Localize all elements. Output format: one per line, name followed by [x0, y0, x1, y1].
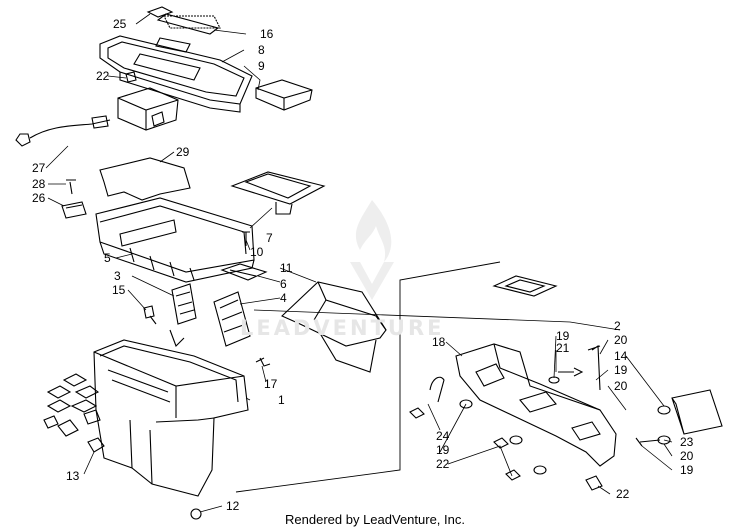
- callout-1: 1: [278, 393, 285, 407]
- callout-7: 7: [266, 231, 273, 245]
- callout-25: 25: [113, 17, 127, 31]
- part-9-filter: [255, 79, 313, 111]
- callout-5: 5: [104, 251, 111, 265]
- part-27-harness: [15, 115, 111, 147]
- callout-11: 11: [280, 261, 293, 275]
- callout-20-a: 20: [614, 333, 628, 347]
- callout-22-bottom: 22: [616, 487, 630, 501]
- callout-19-a: 19: [556, 329, 570, 343]
- part-7-cup: [230, 171, 326, 215]
- part-3-panel: [171, 283, 197, 325]
- assembly-bracket: [235, 261, 501, 493]
- part-19-bolt: [635, 437, 661, 447]
- callout-19-c: 19: [436, 443, 450, 457]
- part-19-washer-c: [533, 465, 547, 475]
- watermark-text: LEADVENTURE: [240, 316, 445, 340]
- part-2-bezel: [492, 275, 558, 297]
- callout-18: 18: [432, 335, 446, 349]
- callout-23: 23: [680, 435, 694, 449]
- part-25-label: [146, 6, 221, 35]
- flame-v-logo-icon: [350, 200, 394, 300]
- part-1-housing: [93, 329, 249, 497]
- footer-credit: Rendered by LeadVenture, Inc.: [285, 512, 465, 527]
- callout-4: 4: [280, 291, 287, 305]
- relay-cluster: [43, 373, 101, 437]
- part-22-nut-c: [505, 469, 521, 481]
- part-4-panel: [213, 291, 251, 347]
- callout-22-mid: 22: [436, 457, 450, 471]
- drawing: [15, 6, 723, 520]
- callout-6: 6: [280, 277, 287, 291]
- part-23-pad: [671, 389, 723, 435]
- part-19-washer: [459, 399, 473, 409]
- callout-12: 12: [226, 499, 240, 513]
- callout-14: 14: [614, 349, 628, 363]
- part-22-nut-a: [409, 407, 425, 419]
- part-5-tray: [95, 197, 255, 283]
- callout-29: 29: [176, 145, 190, 159]
- part-22-nut-b: [493, 437, 509, 449]
- part-26-grommet: [61, 201, 87, 219]
- part-22-nut: [125, 71, 137, 83]
- part-19-washer-b: [509, 435, 523, 445]
- callout-20-c: 20: [680, 449, 694, 463]
- part-24-handle: [429, 376, 445, 403]
- part-13-clip: [87, 437, 105, 453]
- part-29-gasket: [99, 157, 191, 201]
- callout-17: 17: [264, 377, 278, 391]
- part-28-screw: [66, 179, 76, 195]
- leader-lines: [45, 13, 673, 513]
- callout-28: 28: [32, 177, 46, 191]
- part-12-grommet: [190, 508, 202, 520]
- callout-20-b: 20: [614, 379, 628, 393]
- callout-9: 9: [258, 59, 265, 73]
- callout-8: 8: [258, 43, 265, 57]
- callout-2: 2: [614, 319, 621, 333]
- part-15-screw: [143, 305, 157, 325]
- callout-15: 15: [112, 283, 126, 297]
- part-20-bolt: [587, 345, 601, 391]
- callout-27: 27: [32, 161, 46, 175]
- callout-10: 10: [250, 245, 264, 259]
- control-module: [117, 87, 179, 131]
- callout-26: 26: [32, 191, 46, 205]
- callout-24: 24: [436, 429, 450, 443]
- callout-19-d: 19: [680, 463, 694, 477]
- part-11-duct: [281, 281, 387, 373]
- callout-labels: 25 16 8 9 22 29 27 28 26 7 10 5 11 6 3 4…: [32, 17, 694, 513]
- part-18-console: [455, 343, 617, 467]
- callout-22-top: 22: [96, 69, 110, 83]
- callout-13: 13: [66, 469, 80, 483]
- callout-19-b: 19: [614, 363, 628, 377]
- part-21-bolt: [558, 367, 584, 377]
- callout-3: 3: [114, 269, 121, 283]
- part-20-washer: [657, 405, 671, 415]
- part-22-nut-d: [585, 475, 603, 491]
- callout-16: 16: [260, 27, 274, 41]
- part-17-screw: [255, 357, 271, 367]
- part-10-pin: [242, 231, 250, 246]
- callout-21: 21: [556, 341, 570, 355]
- part-6-block: [220, 263, 268, 281]
